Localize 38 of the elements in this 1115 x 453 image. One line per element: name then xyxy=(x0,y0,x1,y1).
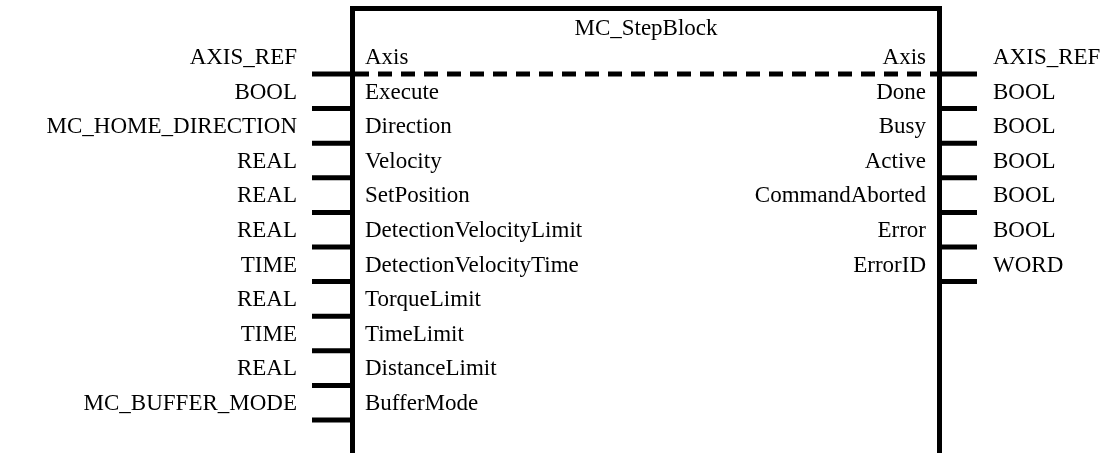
data-type: BOOL xyxy=(234,78,297,105)
data-type: REAL xyxy=(236,286,297,313)
pin-name: DistanceLimit xyxy=(365,355,497,382)
function-block xyxy=(350,6,942,453)
data-type: TIME xyxy=(240,251,297,278)
data-type: REAL xyxy=(236,217,297,243)
pin-name: CommandAborted xyxy=(754,182,926,209)
block-title: MC_StepBlock xyxy=(573,15,719,41)
pin-name: BufferMode xyxy=(365,390,479,416)
data-type: BOOL xyxy=(993,78,1056,105)
pin-name: Done xyxy=(876,78,926,105)
pin-name: Busy xyxy=(878,113,926,140)
data-type: WORD xyxy=(993,251,1064,278)
data-type: MC_HOME_DIRECTION xyxy=(46,113,297,140)
data-type: REAL xyxy=(236,355,297,382)
data-type: BOOL xyxy=(993,217,1056,243)
pin-name: DetectionVelocityTime xyxy=(365,251,579,278)
data-type: BOOL xyxy=(993,113,1056,140)
pin-name: Active xyxy=(864,147,926,174)
pin-name: Direction xyxy=(365,113,452,140)
data-type: TIME xyxy=(240,320,297,347)
data-type: REAL xyxy=(236,147,297,174)
pin-name: Error xyxy=(877,217,926,243)
pin-name: ErrorID xyxy=(853,251,926,278)
pin-name: Axis xyxy=(365,44,409,70)
pin-name: Axis xyxy=(882,44,926,70)
pin-name: DetectionVelocityLimit xyxy=(365,217,583,243)
pin-name: TorqueLimit xyxy=(365,286,481,313)
data-type: BOOL xyxy=(993,147,1056,174)
data-type: AXIS_REF xyxy=(189,44,297,70)
pin-name: Velocity xyxy=(365,147,442,174)
pin-name: TimeLimit xyxy=(365,320,464,347)
data-type: BOOL xyxy=(993,182,1056,209)
pin-name: SetPosition xyxy=(365,182,470,209)
data-type: REAL xyxy=(236,182,297,209)
data-type: MC_BUFFER_MODE xyxy=(83,390,297,416)
data-type: AXIS_REF xyxy=(993,44,1101,70)
pin-name: Execute xyxy=(365,78,440,105)
